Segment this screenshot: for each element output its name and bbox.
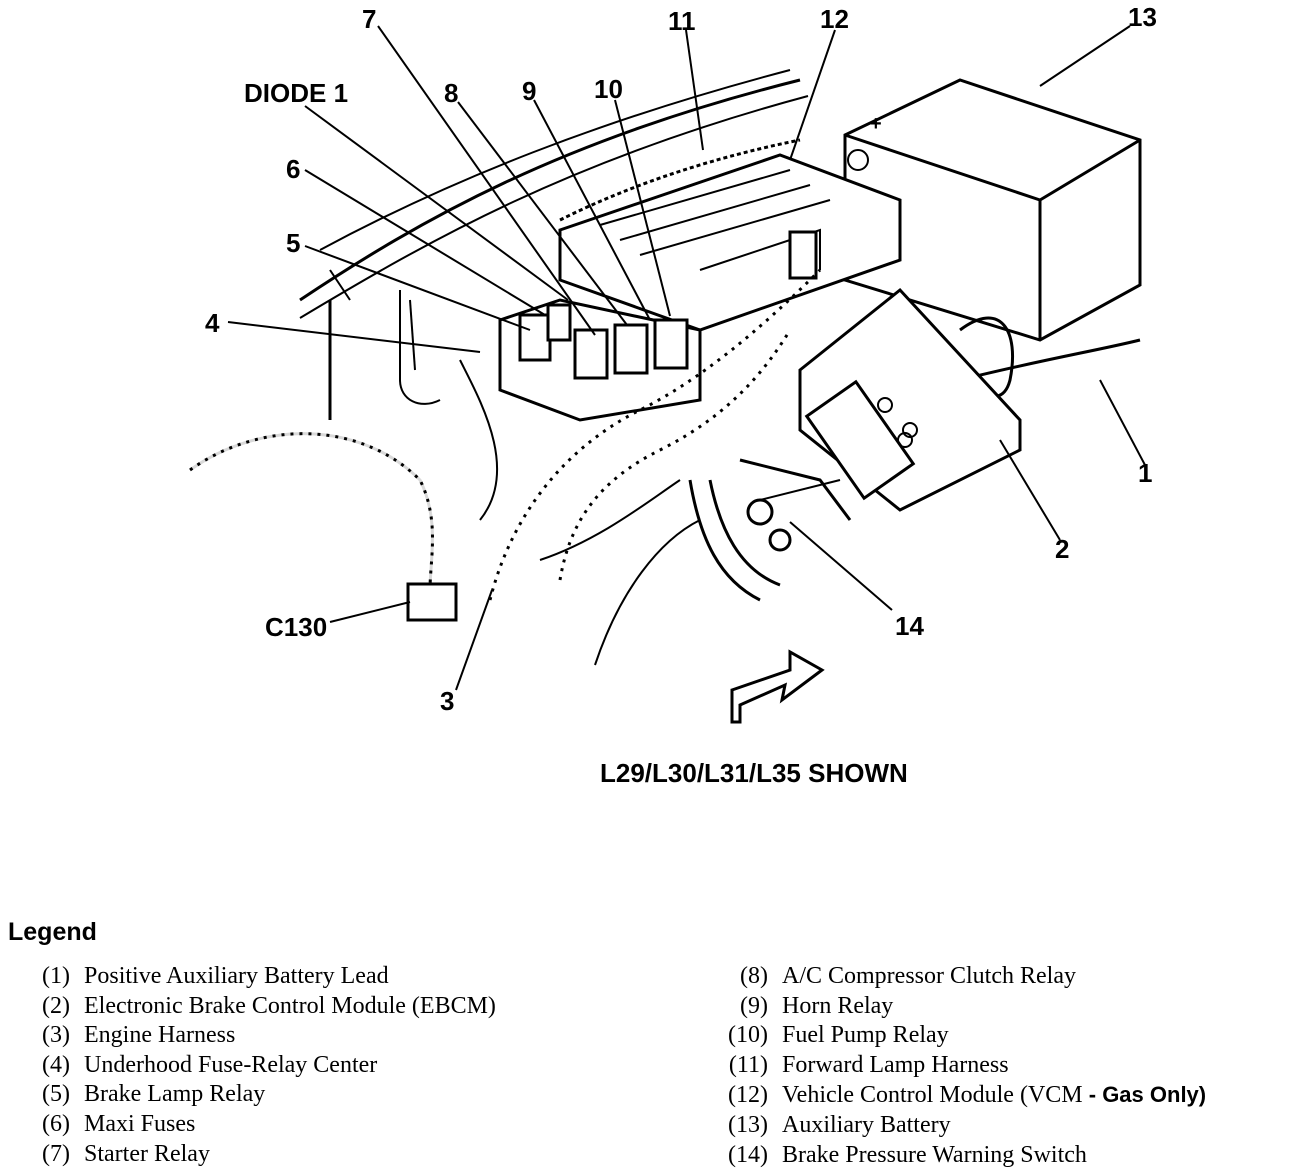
callout-12: 12 <box>820 4 849 34</box>
auxiliary-battery: + <box>843 78 1142 342</box>
legend-item: (12)Vehicle Control Module (VCM - Gas On… <box>728 1082 1207 1109</box>
callout-6: 6 <box>286 154 300 184</box>
positive-lead-cable <box>959 338 1141 382</box>
callout-5: 5 <box>286 228 300 258</box>
diagram-caption: L29/L30/L31/L35 SHOWN <box>600 758 908 788</box>
fender-body-lines <box>299 69 809 420</box>
ebcm-module <box>798 287 1022 512</box>
underhood-fuse-relay-center <box>498 298 702 422</box>
legend-item: (1)Positive Auxiliary Battery Lead <box>42 963 389 989</box>
engine-compartment-diagram: + <box>189 2 1157 788</box>
brake-lines <box>688 458 852 602</box>
legend-item: (5)Brake Lamp Relay <box>42 1081 266 1108</box>
callout-10: 10 <box>594 74 623 104</box>
legend-item: (7)Starter Relay <box>42 1140 210 1167</box>
legend-column-left: (1)Positive Auxiliary Battery Lead (2)El… <box>22 962 496 1169</box>
legend-item: (14)Brake Pressure Warning Switch <box>728 1141 1087 1168</box>
forward-lamp-harness <box>559 138 801 222</box>
callout-11: 11 <box>668 6 696 36</box>
callout-diode-1: DIODE 1 <box>244 78 348 108</box>
callout-c130: C130 <box>265 612 327 642</box>
legend-item: (4)Underhood Fuse-Relay Center <box>42 1051 378 1078</box>
legend: Legend (1)Positive Auxiliary Battery Lea… <box>8 918 1304 1168</box>
callout-13: 13 <box>1128 2 1157 32</box>
leader-lines <box>227 25 1146 691</box>
legend-item: (9)Horn Relay <box>740 992 894 1019</box>
callout-4: 4 <box>205 308 220 338</box>
callout-14: 14 <box>895 611 924 641</box>
callout-7: 7 <box>362 4 376 34</box>
vehicle-control-module <box>558 153 902 332</box>
legend-item: (10)Fuel Pump Relay <box>728 1022 949 1049</box>
callout-1: 1 <box>1138 458 1152 488</box>
legend-item: (3)Engine Harness <box>42 1022 236 1049</box>
svg-text:+: + <box>870 113 882 135</box>
callout-3: 3 <box>440 686 454 716</box>
legend-item: (13)Auxiliary Battery <box>728 1111 951 1138</box>
legend-title: Legend <box>8 918 97 946</box>
legend-item: (8)A/C Compressor Clutch Relay <box>740 963 1076 989</box>
callout-2: 2 <box>1055 534 1069 564</box>
wheel-arc <box>594 519 701 666</box>
legend-column-right: (8)A/C Compressor Clutch Relay (9)Horn R… <box>720 962 1206 1170</box>
legend-item: (11)Forward Lamp Harness <box>728 1051 1009 1078</box>
wiring-harnesses <box>189 268 822 601</box>
callout-labels: 1 2 3 4 5 6 7 8 9 10 11 12 13 14 DIODE 1… <box>205 2 1157 716</box>
legend-item: (2)Electronic Brake Control Module (EBCM… <box>42 992 496 1019</box>
legend-item: (6)Maxi Fuses <box>42 1110 196 1137</box>
c130-connector <box>406 582 458 622</box>
direction-arrow <box>730 649 825 724</box>
callout-8: 8 <box>444 78 458 108</box>
callout-9: 9 <box>522 76 536 106</box>
